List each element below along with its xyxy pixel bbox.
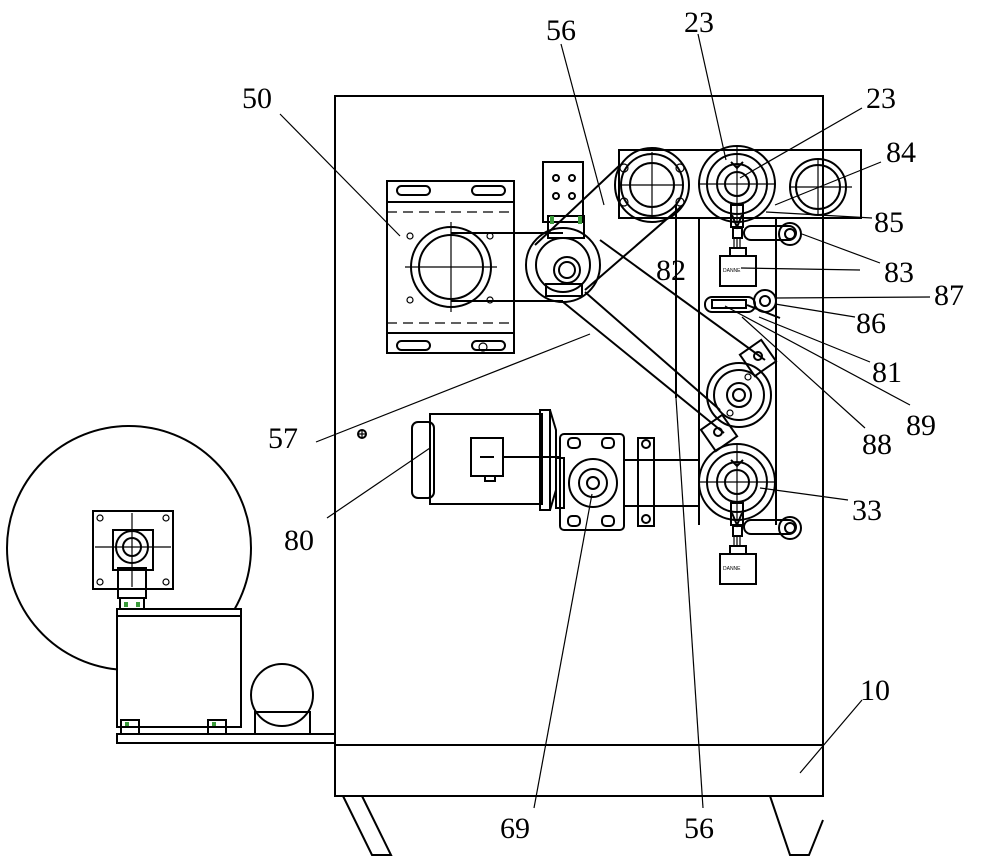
roller-33 bbox=[698, 443, 776, 521]
label-56-top: 56 bbox=[546, 14, 576, 47]
bolt bbox=[357, 429, 367, 439]
label-23-right: 23 bbox=[866, 82, 896, 115]
coupling-bracket bbox=[624, 437, 700, 527]
label-57: 57 bbox=[268, 422, 298, 455]
label-69: 69 bbox=[500, 812, 530, 845]
svg-text:DANNE: DANNE bbox=[723, 566, 741, 572]
callout-labels: 23 56 23 50 84 85 82 83 87 86 81 57 89 8… bbox=[242, 6, 964, 845]
tensioner-upper: DANNE bbox=[719, 204, 802, 287]
label-56-bottom: 56 bbox=[684, 812, 714, 845]
belt-diagonal bbox=[534, 164, 684, 291]
label-86: 86 bbox=[856, 307, 886, 340]
cabinet-frame bbox=[334, 95, 824, 856]
svg-text:DANNE: DANNE bbox=[723, 268, 741, 274]
label-50: 50 bbox=[242, 82, 272, 115]
belt-56-long bbox=[562, 239, 766, 434]
small-motor bbox=[250, 663, 314, 735]
label-23-top: 23 bbox=[684, 6, 714, 39]
motor-80 bbox=[411, 409, 560, 511]
label-80: 80 bbox=[284, 524, 314, 557]
leader-lines bbox=[279, 33, 931, 809]
label-81: 81 bbox=[872, 356, 902, 389]
label-89: 89 bbox=[906, 409, 936, 442]
label-88: 88 bbox=[862, 428, 892, 461]
label-87: 87 bbox=[934, 279, 964, 312]
idler-88 bbox=[699, 338, 778, 453]
roller-84 bbox=[789, 158, 852, 216]
bracket-50 bbox=[386, 180, 515, 354]
label-10: 10 bbox=[860, 674, 890, 707]
tensioner-lower: DANNE bbox=[719, 502, 802, 585]
label-83: 83 bbox=[884, 256, 914, 289]
label-82: 82 bbox=[656, 254, 686, 287]
gearbox-69 bbox=[555, 433, 625, 531]
label-84: 84 bbox=[886, 136, 916, 169]
left-box bbox=[116, 608, 242, 735]
guide-assembly bbox=[704, 289, 781, 319]
base-plate bbox=[116, 733, 336, 744]
roller-23 bbox=[698, 145, 776, 223]
label-85: 85 bbox=[874, 206, 904, 239]
label-33: 33 bbox=[852, 494, 882, 527]
